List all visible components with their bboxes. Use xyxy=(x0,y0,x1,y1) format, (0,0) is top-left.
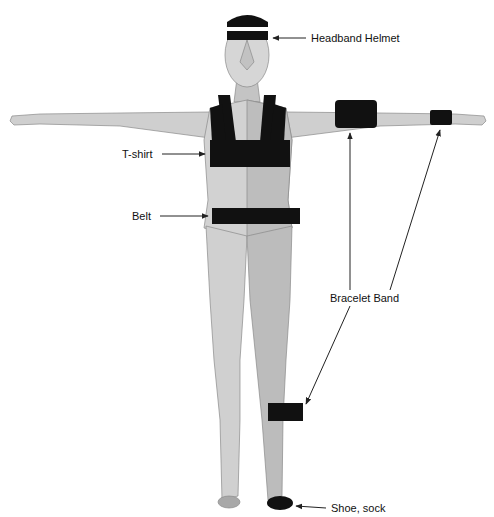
belt-label: Belt xyxy=(132,210,151,223)
bracelet-label: Bracelet Band xyxy=(330,292,399,305)
helmet-label: Headband Helmet xyxy=(311,32,400,45)
shoe-label: Shoe, sock xyxy=(331,502,385,515)
tshirt-label: T-shirt xyxy=(122,148,153,161)
